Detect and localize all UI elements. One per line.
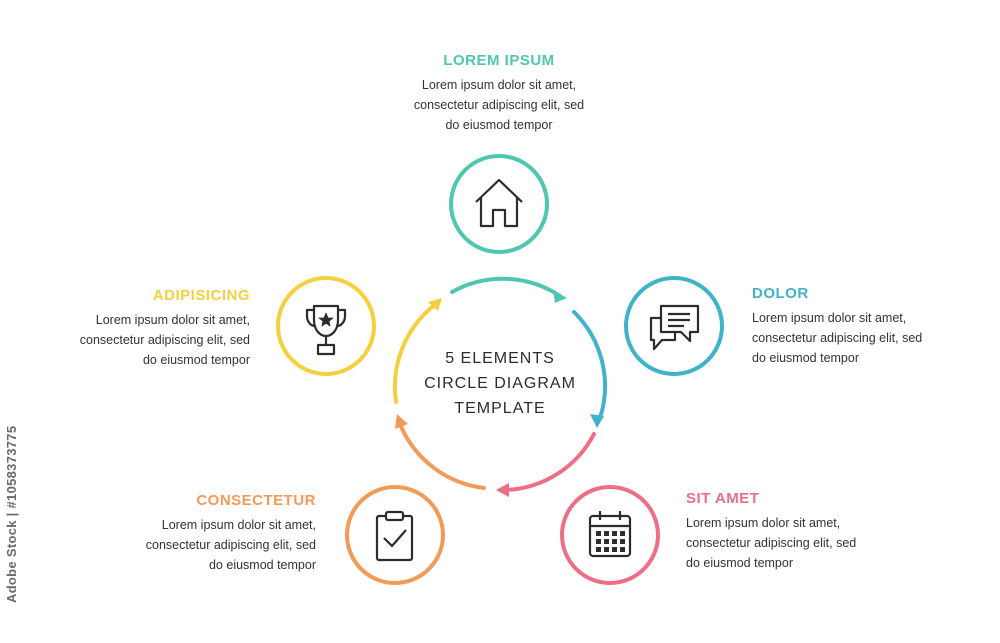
ring-arc-lower-left	[398, 422, 486, 490]
ring-arc-right	[572, 310, 608, 420]
center-title-line-1: 5 ELEMENTS	[445, 350, 555, 367]
node-consectetur	[345, 485, 445, 585]
label-lorem-ipsum: LOREM IPSUM Lorem ipsum dolor sit amet, …	[369, 52, 629, 135]
label-title: SIT AMET	[686, 490, 760, 507]
ring-arrow-lower-left	[395, 414, 408, 429]
label-text-line: do eiusmod tempor	[445, 118, 553, 132]
calendar-days	[596, 531, 625, 552]
label-text-line: do eiusmod tempor	[686, 556, 794, 570]
label-text-line: Lorem ipsum dolor sit amet,	[752, 311, 907, 325]
label-text-line: Lorem ipsum dolor sit amet,	[686, 516, 841, 530]
label-title: LOREM IPSUM	[443, 52, 555, 69]
chat-bubbles-icon	[649, 304, 700, 351]
label-text-line: do eiusmod tempor	[752, 351, 860, 365]
ring-arc-bottom	[504, 432, 596, 492]
label-adipisicing: ADIPISICING Lorem ipsum dolor sit amet, …	[0, 287, 250, 370]
node-sit-amet	[560, 485, 660, 585]
node-dolor	[624, 276, 724, 376]
trophy-icon	[305, 304, 347, 356]
ring-arrow-right	[590, 414, 604, 428]
center-title-line-3: TEMPLATE	[454, 400, 546, 417]
label-text-line: do eiusmod tempor	[142, 353, 250, 367]
ring-arrow-upper-left	[428, 298, 442, 311]
node-adipisicing	[276, 276, 376, 376]
calendar-icon	[588, 511, 632, 558]
label-text-line: consectetur adipiscing elit, sed	[686, 536, 857, 550]
label-title: ADIPISICING	[152, 287, 250, 304]
label-title: CONSECTETUR	[196, 492, 316, 509]
node-lorem-ipsum	[449, 154, 549, 254]
label-text-line: Lorem ipsum dolor sit amet,	[161, 518, 316, 532]
label-sit-amet: SIT AMET Lorem ipsum dolor sit amet, con…	[686, 490, 936, 573]
center-title-line-2: CIRCLE DIAGRAM	[424, 375, 576, 392]
home-icon	[475, 178, 523, 228]
label-text-line: do eiusmod tempor	[208, 558, 316, 572]
ring-arrow-bottom	[496, 483, 509, 497]
stock-id-text: Adobe Stock | #1058373775	[4, 425, 19, 603]
label-text-line: consectetur adipiscing elit, sed	[413, 98, 585, 112]
ring-arrow-top	[553, 290, 567, 303]
label-text-line: Lorem ipsum dolor sit amet,	[95, 313, 250, 327]
label-title: DOLOR	[752, 285, 809, 302]
label-dolor: DOLOR Lorem ipsum dolor sit amet, consec…	[752, 285, 982, 368]
center-title: 5 ELEMENTS CIRCLE DIAGRAM TEMPLATE	[410, 346, 590, 421]
label-text-line: consectetur adipiscing elit, sed	[145, 538, 316, 552]
ring-arc-top	[450, 276, 562, 298]
label-text-line: consectetur adipiscing elit, sed	[79, 333, 250, 347]
label-consectetur: CONSECTETUR Lorem ipsum dolor sit amet, …	[56, 492, 316, 575]
clipboard-check-icon	[375, 510, 414, 562]
label-text-line: consectetur adipiscing elit, sed	[752, 331, 923, 345]
ring-arc-upper-left	[392, 302, 438, 404]
label-text-line: Lorem ipsum dolor sit amet,	[421, 78, 577, 92]
